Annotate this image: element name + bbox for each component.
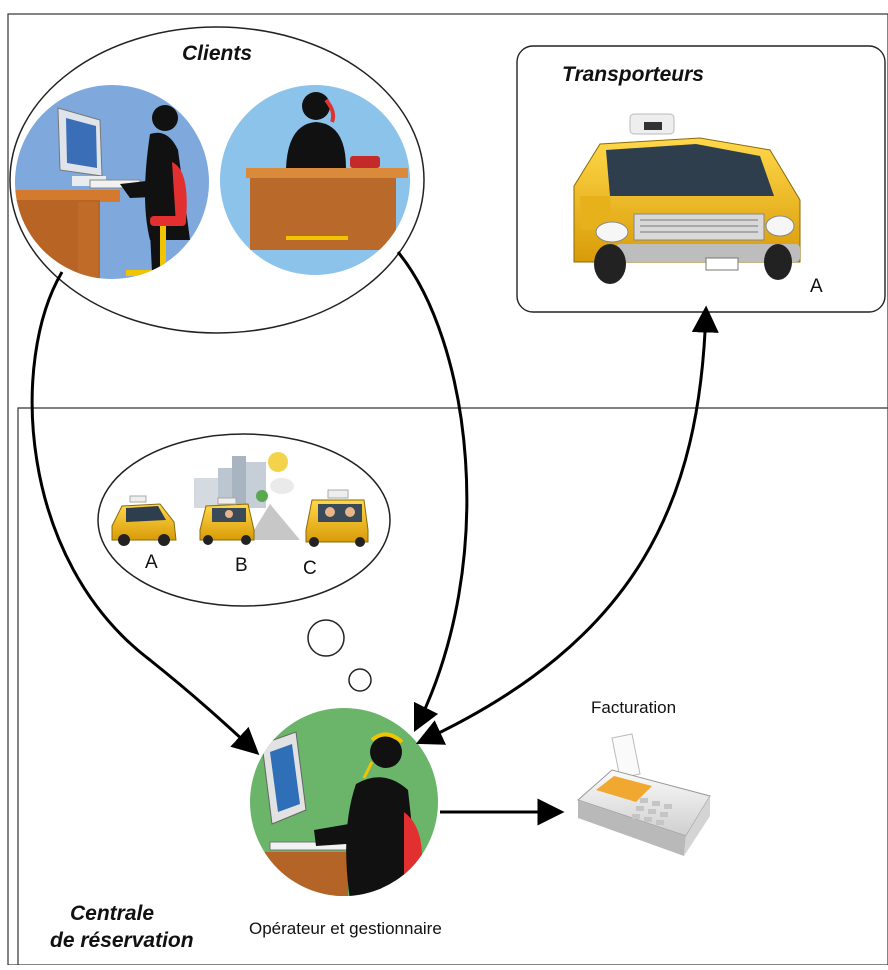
- arrow-client-phone-to-operator: [396, 251, 469, 733]
- centrale-title-line1: Centrale: [70, 902, 155, 925]
- taxi-choice-a: [111, 495, 177, 546]
- cash-register-illustration: [577, 733, 711, 856]
- centrale-title-line2: de réservation: [50, 929, 194, 952]
- choice-label-c: C: [303, 558, 317, 579]
- choice-label-a: A: [145, 552, 158, 573]
- operator-label: Opérateur et gestionnaire: [249, 919, 442, 938]
- taxi-illustration-large: [573, 113, 801, 284]
- taxi-choice-b: [194, 452, 300, 545]
- clients-title: Clients: [182, 42, 253, 65]
- choice-label-b: B: [235, 555, 248, 576]
- client-phone-illustration: [220, 85, 410, 275]
- client-computer-illustration: [15, 85, 209, 279]
- facturation-label: Facturation: [591, 698, 677, 717]
- taxi-choice-c: [305, 489, 369, 547]
- transporteurs-car-label: A: [810, 276, 823, 297]
- arrow-client-computer-to-operator: [30, 271, 260, 756]
- thought-bubble-large: [307, 619, 345, 657]
- thought-bubble-small: [348, 668, 372, 692]
- arrow-operator-transporteurs: [415, 305, 719, 745]
- transporteurs-title: Transporteurs: [562, 63, 704, 86]
- operator-illustration: [250, 708, 438, 896]
